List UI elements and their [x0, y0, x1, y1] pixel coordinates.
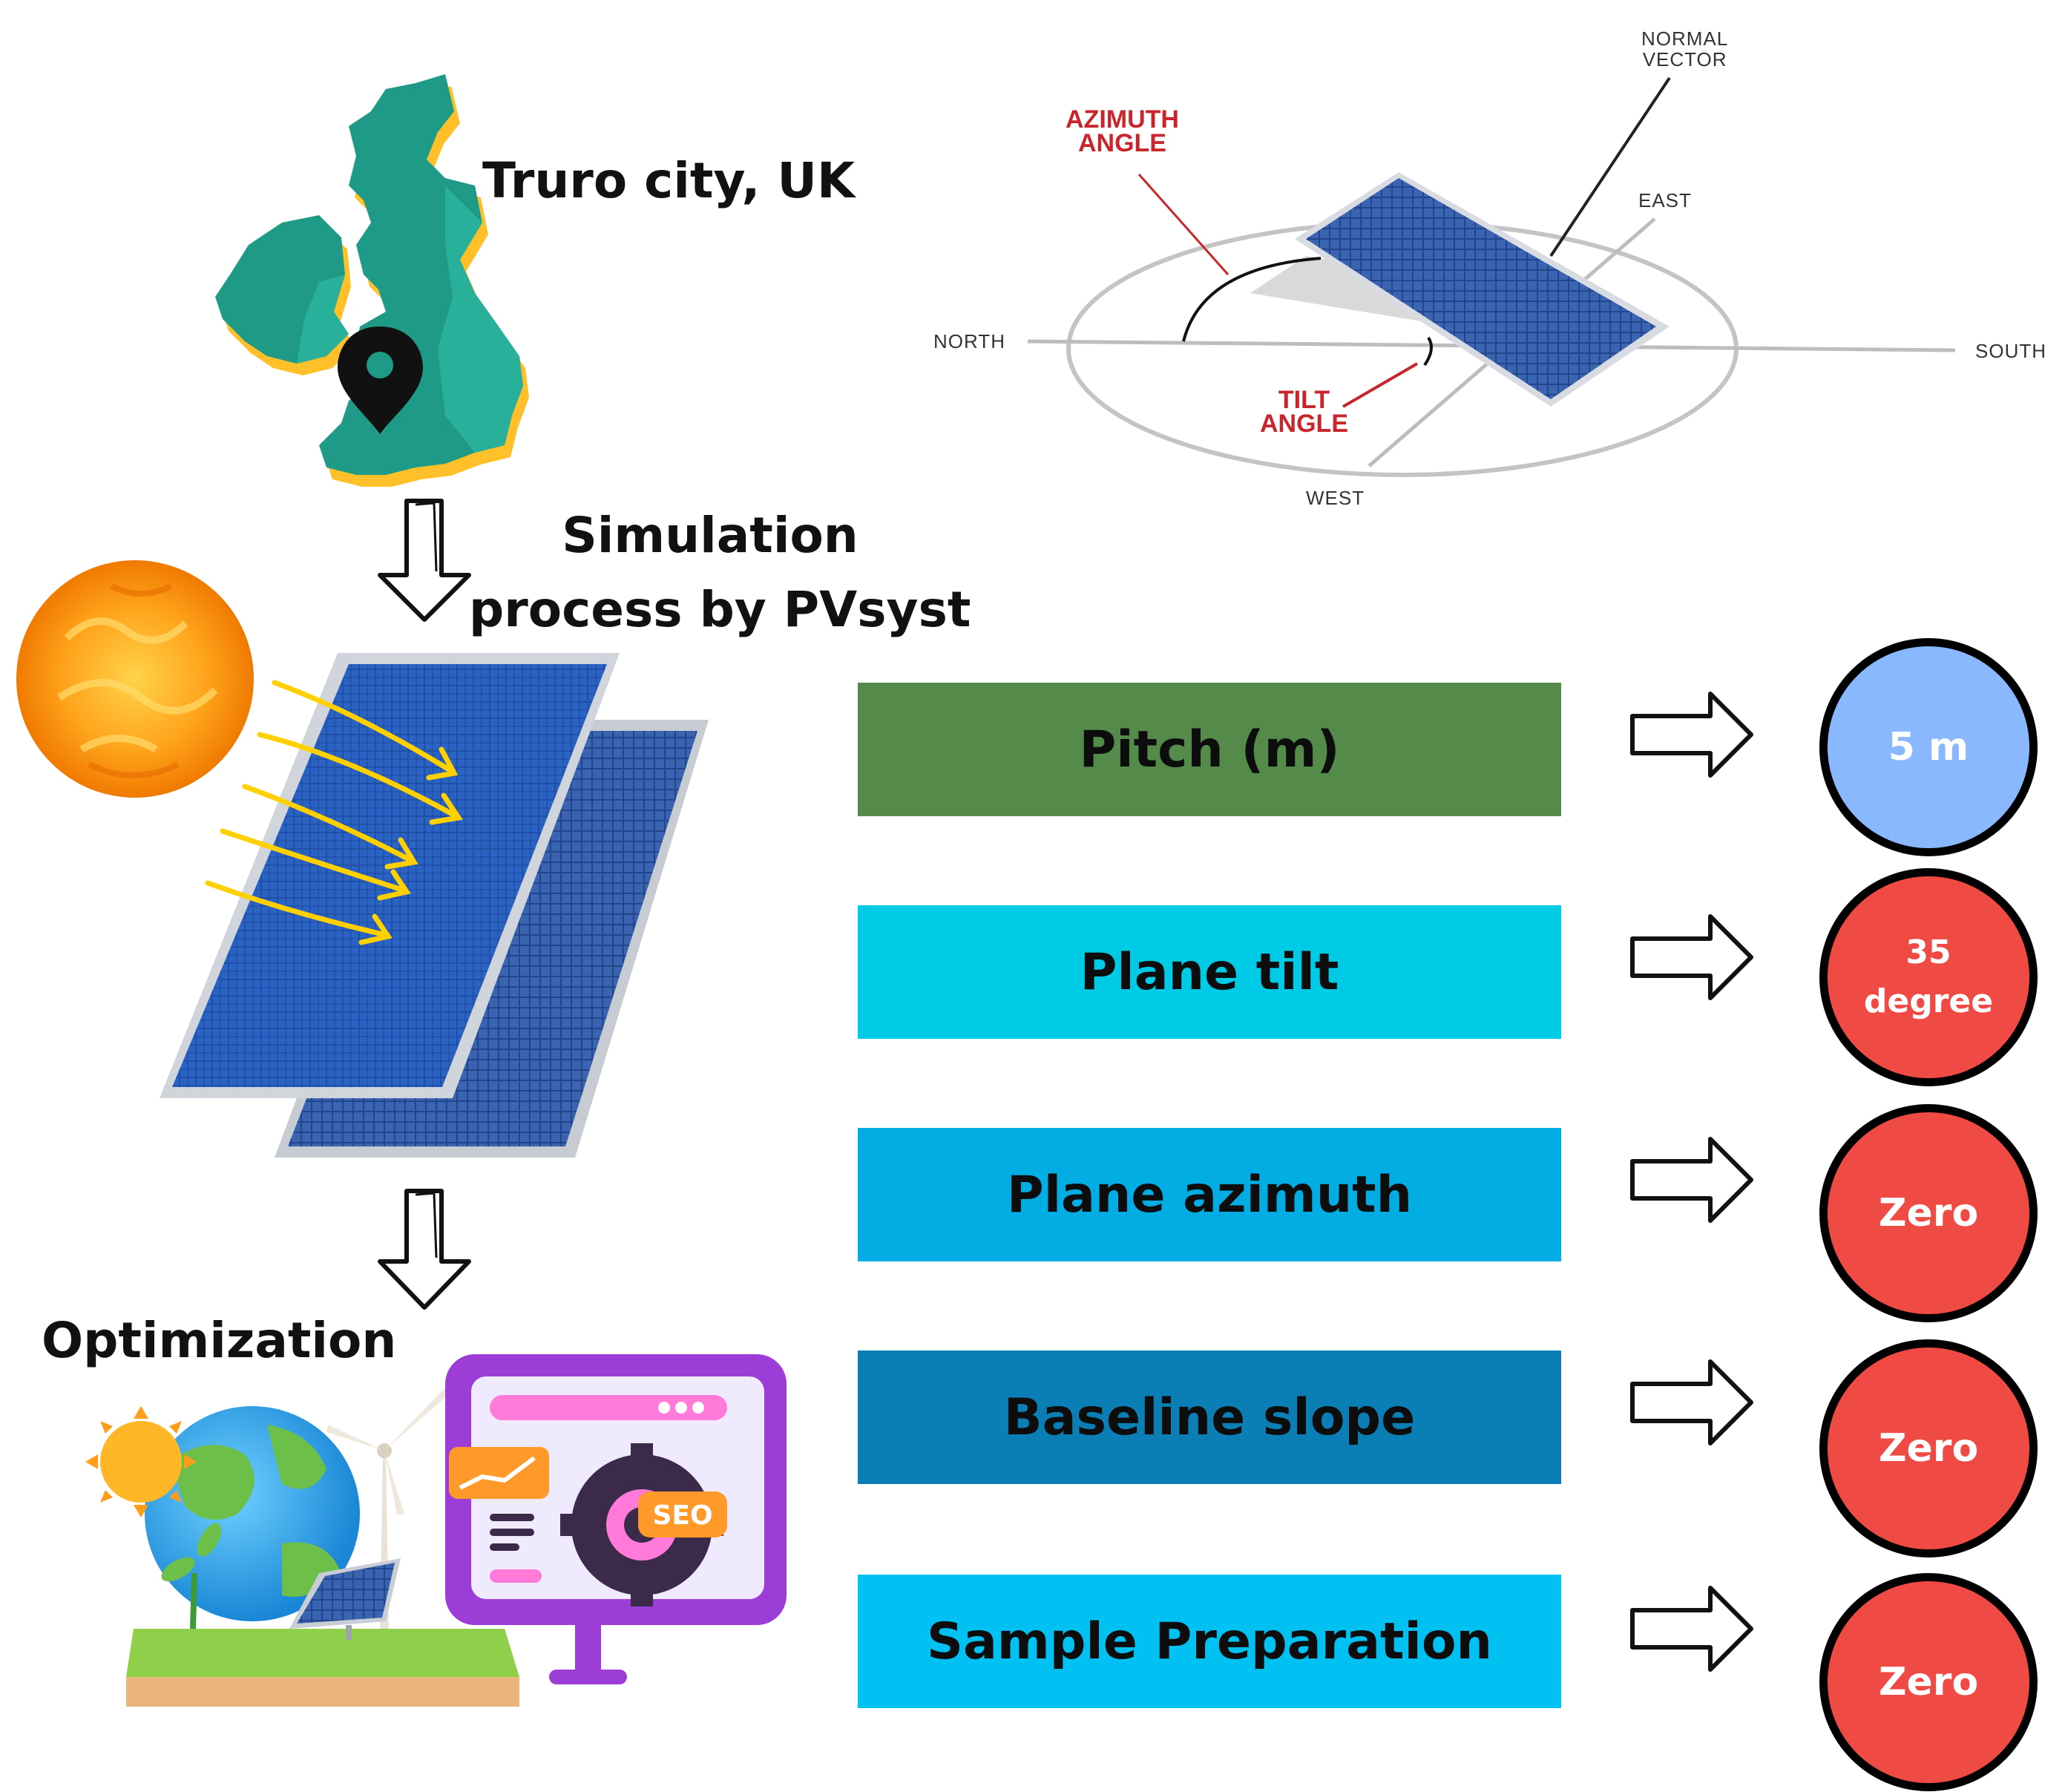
normal-vector-line1: NORMAL: [1641, 27, 1729, 50]
parameter-baseline-slope-box: Baseline slope: [858, 1350, 1561, 1484]
location-label: Truro city, UK: [482, 152, 856, 209]
azimuth-angle-line1: AZIMUTH: [1066, 105, 1179, 134]
process-label-line1: Simulation: [562, 507, 858, 564]
process-label: Simulation process by PVsyst: [469, 499, 971, 647]
parameter-plane-tilt-label: Plane tilt: [1080, 942, 1339, 1002]
value-plane-azimuth-circle: Zero: [1819, 1104, 2038, 1322]
value-sample-preparation-circle: Zero: [1819, 1573, 2038, 1791]
value-sample-preparation-text: Zero: [1878, 1660, 1979, 1704]
uk-map-icon: [215, 74, 529, 487]
value-pitch-text: 5 m: [1888, 725, 1969, 769]
parameter-sample-preparation-box: Sample Preparation: [858, 1575, 1561, 1708]
parameter-baseline-slope-label: Baseline slope: [1003, 1388, 1416, 1447]
azimuth-angle-line2: ANGLE: [1077, 129, 1166, 157]
right-arrow-icon: [1630, 1359, 1753, 1445]
optimization-label: Optimization: [42, 1312, 397, 1369]
parameter-pitch-label: Pitch (m): [1079, 720, 1340, 779]
south-label: SOUTH: [1975, 340, 2046, 362]
north-label: NORTH: [933, 330, 1005, 352]
location-pin-icon: [338, 326, 423, 434]
azimuth-angle-label: AZIMUTH ANGLE: [1066, 105, 1179, 157]
tilt-angle-label: TILT ANGLE: [1260, 386, 1348, 438]
value-baseline-slope-text: Zero: [1878, 1426, 1979, 1471]
small-sun-icon: [85, 1406, 197, 1517]
parameter-pitch-box: Pitch (m): [858, 683, 1561, 816]
value-baseline-slope-circle: Zero: [1819, 1339, 2038, 1558]
optimization-illustration: [85, 1354, 787, 1707]
tilt-angle-line2: ANGLE: [1260, 410, 1348, 438]
value-plane-tilt-line2: degree: [1863, 982, 1994, 1020]
parameter-sample-preparation-label: Sample Preparation: [927, 1612, 1492, 1671]
sun-icon: [16, 560, 254, 798]
sunlight-rays-icon: [205, 680, 463, 945]
west-label: WEST: [1306, 487, 1365, 509]
value-plane-tilt-line1: 35: [1905, 933, 1951, 971]
east-label: EAST: [1638, 189, 1692, 211]
value-plane-azimuth-text: Zero: [1878, 1191, 1979, 1235]
right-arrow-icon: [1630, 1586, 1753, 1672]
parameter-plane-tilt-box: Plane tilt: [858, 905, 1561, 1039]
right-arrow-icon: [1630, 692, 1753, 778]
process-label-line2: process by PVsyst: [469, 581, 971, 638]
seo-badge-label: SEO: [652, 1500, 712, 1531]
value-plane-tilt-circle: 35 degree: [1819, 868, 2038, 1086]
normal-vector-line2: VECTOR: [1642, 48, 1727, 70]
orientation-diagram: [1027, 76, 1956, 477]
down-arrow-icon: [378, 1189, 471, 1310]
value-pitch-circle: 5 m: [1819, 638, 2038, 856]
tilted-solar-panel-icon: [1295, 172, 1670, 407]
monitor-icon: [445, 1354, 787, 1684]
right-arrow-icon: [1630, 914, 1753, 1000]
seo-badge: [638, 1491, 727, 1537]
growth-chart-icon: [449, 1447, 549, 1499]
tilt-angle-line1: TILT: [1278, 386, 1330, 414]
parameter-plane-azimuth-box: Plane azimuth: [858, 1128, 1561, 1261]
solar-panel-front-icon: [160, 653, 620, 1098]
normal-vector-label: NORMAL VECTOR: [1641, 28, 1728, 70]
parameter-plane-azimuth-label: Plane azimuth: [1006, 1165, 1413, 1224]
right-arrow-icon: [1630, 1137, 1753, 1223]
down-arrow-icon: [378, 499, 471, 622]
